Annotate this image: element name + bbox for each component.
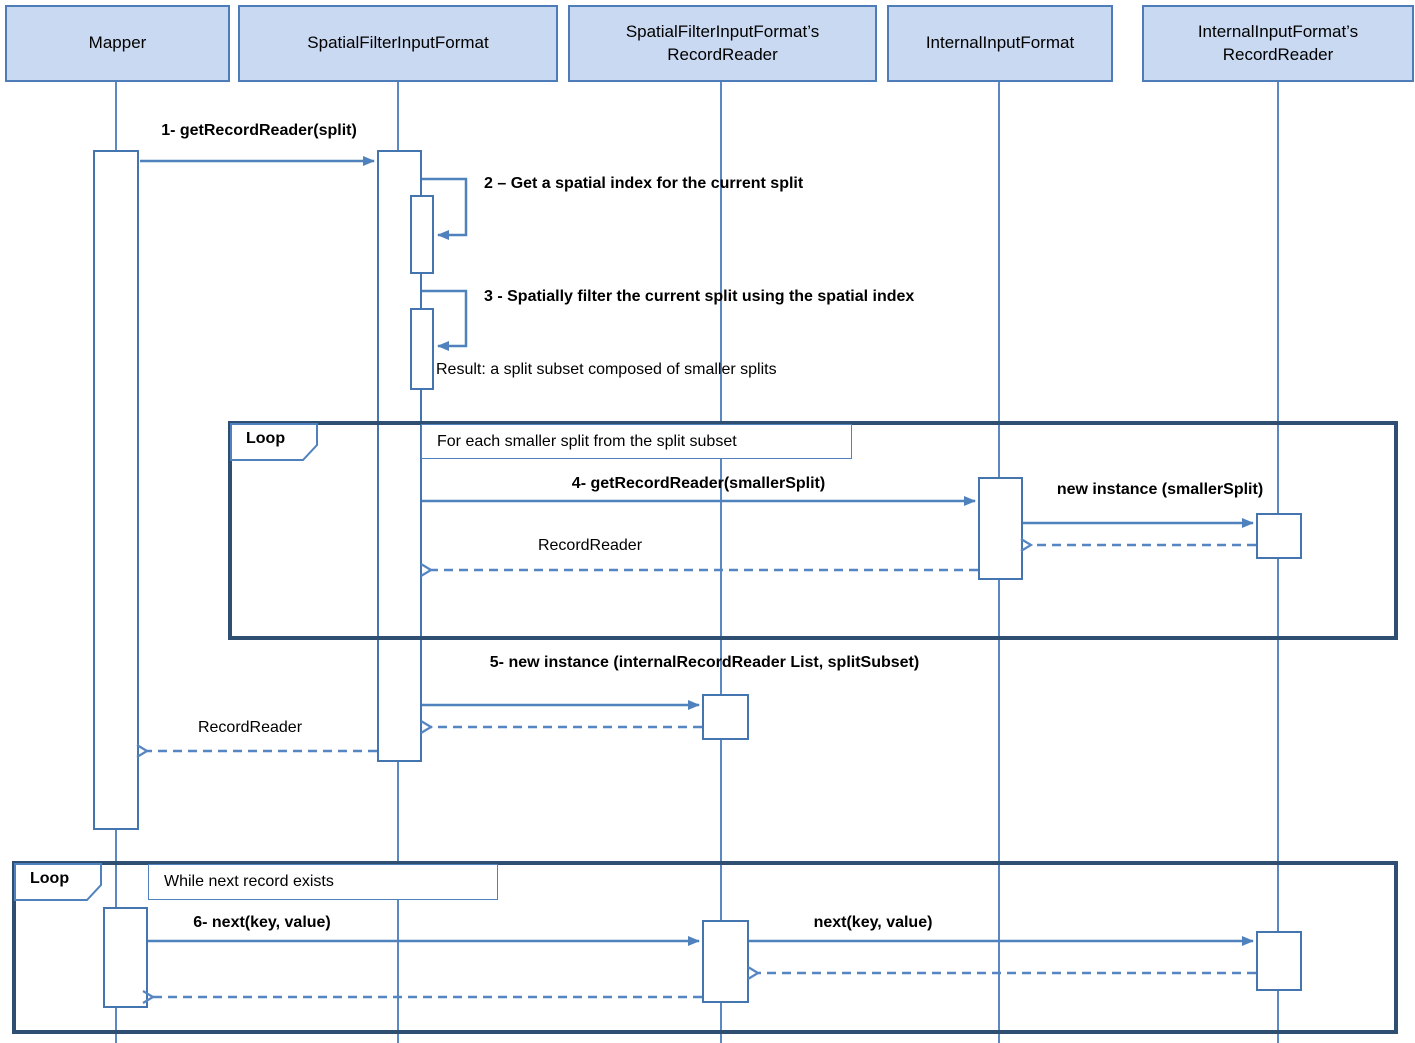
actor-internalinputformat: InternalInputFormat (887, 5, 1113, 82)
activation-mapper-main (93, 150, 139, 830)
actor-internal-recordreader: InternalInputFormat’s RecordReader (1142, 5, 1414, 82)
lifeline-spatialfilter-recordreader (720, 82, 722, 1043)
actor-label: InternalInputFormat’s RecordReader (1197, 21, 1359, 64)
loop2-label: Loop (30, 870, 70, 887)
new-instance-smallersplit-label: new instance (smallerSplit) (1056, 481, 1264, 498)
actor-label: SpatialFilterInputFormat (307, 33, 489, 53)
loop1-guard: For each smaller split from the split su… (421, 424, 852, 459)
loop2-frame (12, 861, 1398, 1034)
message-6-label: 6- next(key, value) (193, 914, 331, 931)
activation-internal-recordreader-loop2 (1256, 931, 1302, 991)
loop1-label: Loop (246, 430, 286, 447)
loop1-guard-text: For each smaller split from the split su… (437, 432, 737, 450)
actor-mapper: Mapper (5, 5, 230, 82)
activation-internal-recordreader-loop1 (1256, 513, 1302, 559)
message-2-label: 2 – Get a spatial index for the current … (484, 175, 804, 192)
activation-spatialfilter-recordreader-loop2 (702, 920, 749, 1003)
actor-spatialfilter-recordreader: SpatialFilterInputFormat’s RecordReader (568, 5, 877, 82)
activation-selfcall-3 (410, 308, 434, 390)
activation-mapper-loop2 (103, 907, 148, 1008)
activation-internalinputformat (978, 477, 1023, 580)
recordreader-return-loop1-label: RecordReader (537, 537, 643, 554)
loop2-guard-text: While next record exists (164, 873, 334, 890)
lifeline-internal-recordreader (1277, 82, 1279, 1043)
actor-label: SpatialFilterInputFormat’s RecordReader (625, 21, 820, 64)
message-1-label: 1- getRecordReader(split) (161, 122, 357, 139)
message-4-label: 4- getRecordReader(smallerSplit) (571, 475, 826, 492)
recordreader-return-mapper-label: RecordReader (197, 719, 303, 736)
activation-selfcall-2 (410, 195, 434, 274)
loop1-frame (228, 421, 1398, 640)
next-internal-label: next(key, value) (813, 914, 933, 931)
message-3-label: 3 - Spatially filter the current split u… (484, 288, 915, 305)
actor-label: Mapper (88, 33, 147, 53)
loop2-guard: While next record exists (148, 864, 498, 900)
actor-label: InternalInputFormat (925, 33, 1075, 53)
actor-spatialfilterinputformat: SpatialFilterInputFormat (238, 5, 558, 82)
message-3-result-label: Result: a split subset composed of small… (436, 361, 777, 378)
message-5-label: 5- new instance (internalRecordReader Li… (489, 654, 920, 671)
activation-spatialfilter-recordreader-create (702, 694, 749, 740)
